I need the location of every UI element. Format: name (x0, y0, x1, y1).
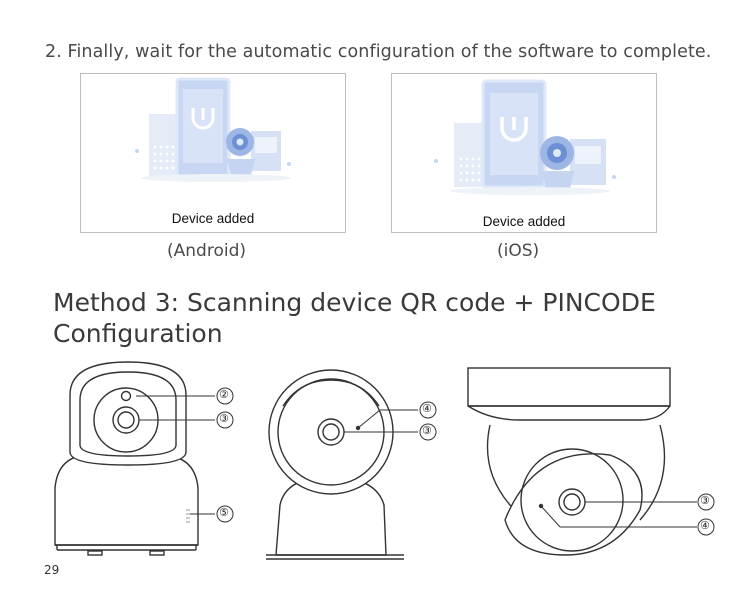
callout-middle-3: ③ (422, 424, 432, 437)
device-added-label: Device added (482, 214, 566, 229)
device-added-illustration (135, 77, 291, 182)
callout-left-2: ② (219, 388, 229, 401)
callout-left-5: ⑤ (219, 506, 229, 519)
method-title: Method 3: Scanning device QR code + PINC… (53, 288, 656, 348)
pan-tilt-camera-front (54, 361, 199, 556)
callout-left-3: ③ (219, 412, 229, 425)
ios-screenshot: Device added (391, 73, 657, 233)
callout-middle-4: ④ (422, 402, 432, 415)
android-screenshot: Device added (80, 73, 346, 233)
device-added-label: Device added (171, 211, 255, 226)
pan-tilt-camera-side (266, 369, 404, 560)
callout-dome-3: ③ (700, 494, 710, 507)
page-number: 29 (44, 563, 60, 577)
callout-dome-4: ④ (700, 519, 710, 532)
step-instruction: 2. Finally, wait for the automatic confi… (45, 42, 712, 62)
android-caption: (Android) (167, 241, 246, 261)
dome-camera (467, 367, 671, 556)
callouts (136, 387, 715, 536)
device-added-illustration (434, 79, 616, 195)
ios-caption: (iOS) (497, 241, 540, 261)
